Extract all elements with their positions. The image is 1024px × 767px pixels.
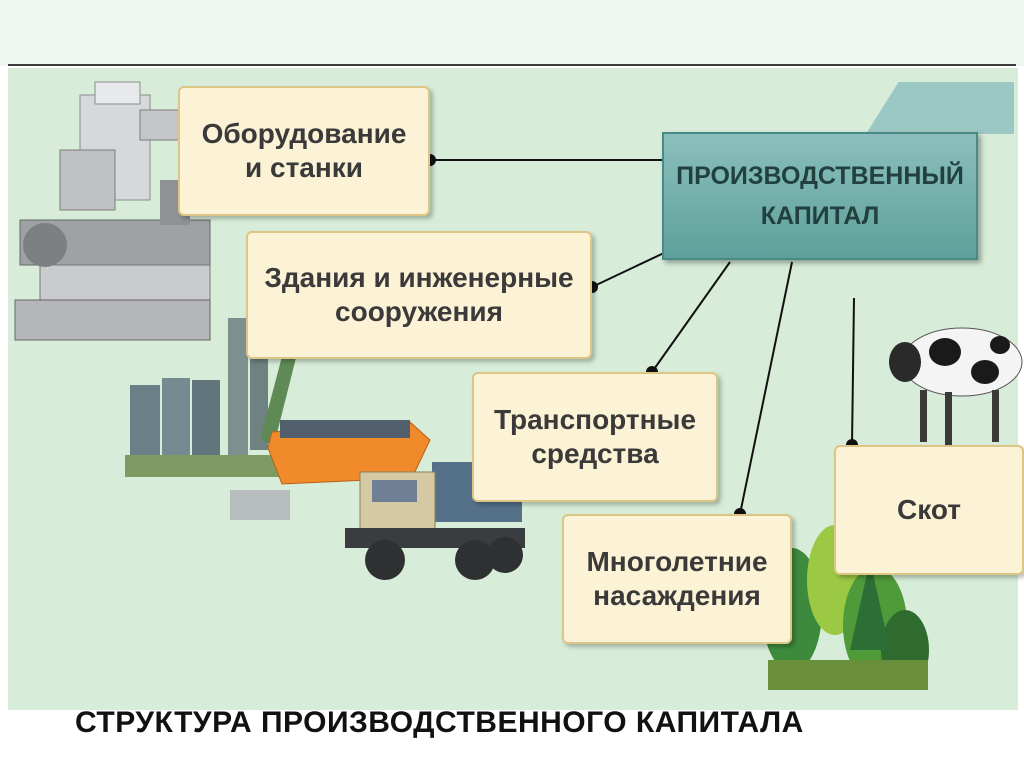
connector-livestock — [852, 298, 854, 445]
node-equipment: Оборудование и станки — [178, 86, 430, 216]
connector-buildings — [592, 252, 666, 287]
node-plantations: Многолетние насаждения — [562, 514, 792, 644]
cow-icon — [889, 328, 1022, 447]
node-buildings: Здания и инженерные сооружения — [246, 231, 592, 359]
node-livestock: Скот — [834, 445, 1024, 575]
connector-plantations — [740, 262, 792, 514]
connector-transport — [652, 262, 730, 372]
node-transport: Транспортные средства — [472, 372, 718, 502]
center-node: ПРОИЗВОДСТВЕННЫЙ КАПИТАЛ — [662, 132, 978, 260]
slide-caption: СТРУКТУРА ПРОИЗВОДСТВЕННОГО КАПИТАЛА — [75, 706, 804, 740]
